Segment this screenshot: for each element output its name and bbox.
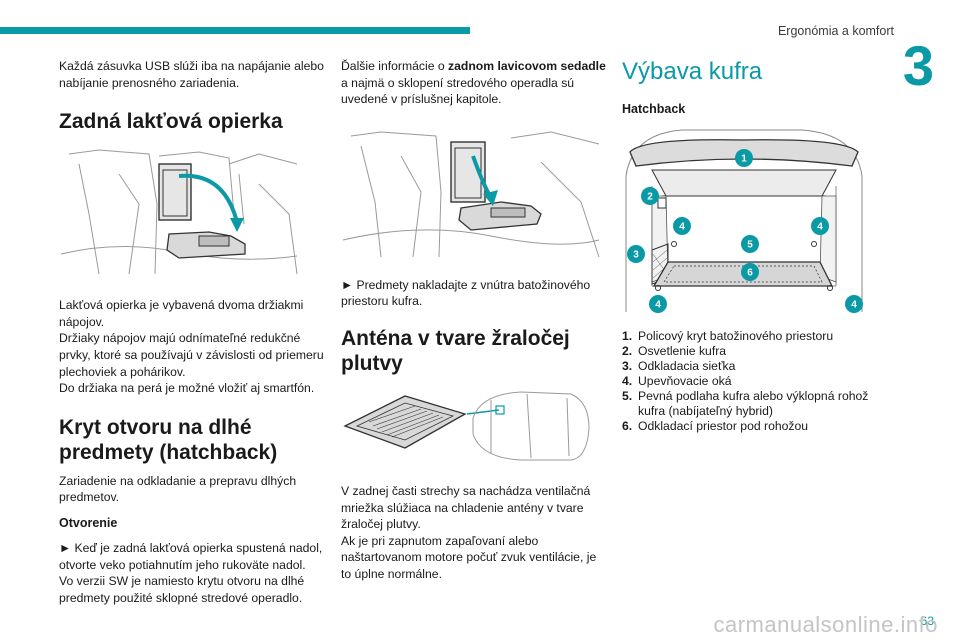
header-accent-bar xyxy=(0,27,470,34)
legend-item: 1.Policový kryt batožinového priestoru xyxy=(622,329,834,343)
antenna-illustration xyxy=(343,391,590,461)
trunk-badge-4b: 4 xyxy=(811,217,829,235)
trunk-legend: 1.Policový kryt batožinového priestoru 2… xyxy=(622,329,892,434)
watermark: carmanualsonline.info xyxy=(713,612,938,637)
trunk-illustration: 1 2 3 4 4 5 6 4 4 xyxy=(625,129,863,313)
hatch-description: Zariadenie na odkladanie a prepravu dlhý… xyxy=(59,473,297,505)
legend-item: 3.Odkladacia sieťka xyxy=(622,359,736,373)
more-info-note: Ďalšie informácie o zadnom lavicovom sed… xyxy=(341,59,606,107)
trunk-badge-3: 3 xyxy=(627,245,645,263)
svg-text:5: 5 xyxy=(747,240,753,251)
svg-text:2: 2 xyxy=(647,192,653,203)
trunk-badge-6: 6 xyxy=(741,263,759,281)
svg-text:6: 6 xyxy=(747,268,753,279)
trunk-badge-1: 1 xyxy=(735,149,753,167)
armrest-illustration xyxy=(60,149,298,275)
antenna-heading: Anténa v tvare žraločej plutvy xyxy=(341,326,570,375)
opening-heading: Otvorenie xyxy=(59,515,118,530)
legend-item: 6.Odkladací priestor pod rohožou xyxy=(622,419,809,433)
legend-item: 5.Pevná podlaha kufra alebo výklopná roh… xyxy=(622,389,869,418)
legend-item: 2.Osvetlenie kufra xyxy=(622,344,727,358)
legend-item: 4.Upevňovacie oká xyxy=(622,374,732,388)
trunk-badge-5: 5 xyxy=(741,235,759,253)
svg-text:3: 3 xyxy=(633,250,639,261)
load-instruction: ► Predmety nakladajte z vnútra batožinov… xyxy=(341,277,591,309)
antenna-description: V zadnej časti strechy sa nachádza venti… xyxy=(341,483,597,581)
trunk-badge-4c: 4 xyxy=(649,295,667,313)
chapter-title: Ergonómia a komfort xyxy=(777,24,894,38)
trunk-badge-4d: 4 xyxy=(845,295,863,313)
svg-text:4: 4 xyxy=(679,222,685,233)
trunk-badge-4a: 4 xyxy=(673,217,691,235)
column-middle: Ďalšie informácie o zadnom lavicovom sed… xyxy=(341,58,609,583)
usb-note: Každá zásuvka USB slúži iba na napájanie… xyxy=(59,59,324,90)
svg-text:4: 4 xyxy=(851,300,857,311)
svg-text:4: 4 xyxy=(655,300,661,311)
chapter-number: 3 xyxy=(902,34,934,97)
trunk-badge-2: 2 xyxy=(641,187,659,205)
page-number: 63 xyxy=(920,614,934,628)
column-left: Každá zásuvka USB slúži iba na napájanie… xyxy=(59,58,327,606)
svg-text:1: 1 xyxy=(741,154,747,165)
trunk-equipment-heading: Výbava kufra xyxy=(622,58,763,85)
hatch-heading: Kryt otvoru na dlhé predmety (hatchback) xyxy=(59,415,278,464)
opening-description: ► Keď je zadná lakťová opierka spustená … xyxy=(59,540,323,605)
column-right: Výbava kufra Hatchback 1 2 3 xyxy=(622,58,892,434)
hatchback-subheading: Hatchback xyxy=(622,102,686,116)
more-info-link-text: zadnom lavicovom sedadle xyxy=(448,59,606,73)
armrest-heading: Zadná lakťová opierka xyxy=(59,110,283,134)
armrest-description: Lakťová opierka je vybavená dvoma držiak… xyxy=(59,298,324,396)
svg-text:4: 4 xyxy=(817,222,823,233)
pass-through-illustration xyxy=(342,131,600,257)
